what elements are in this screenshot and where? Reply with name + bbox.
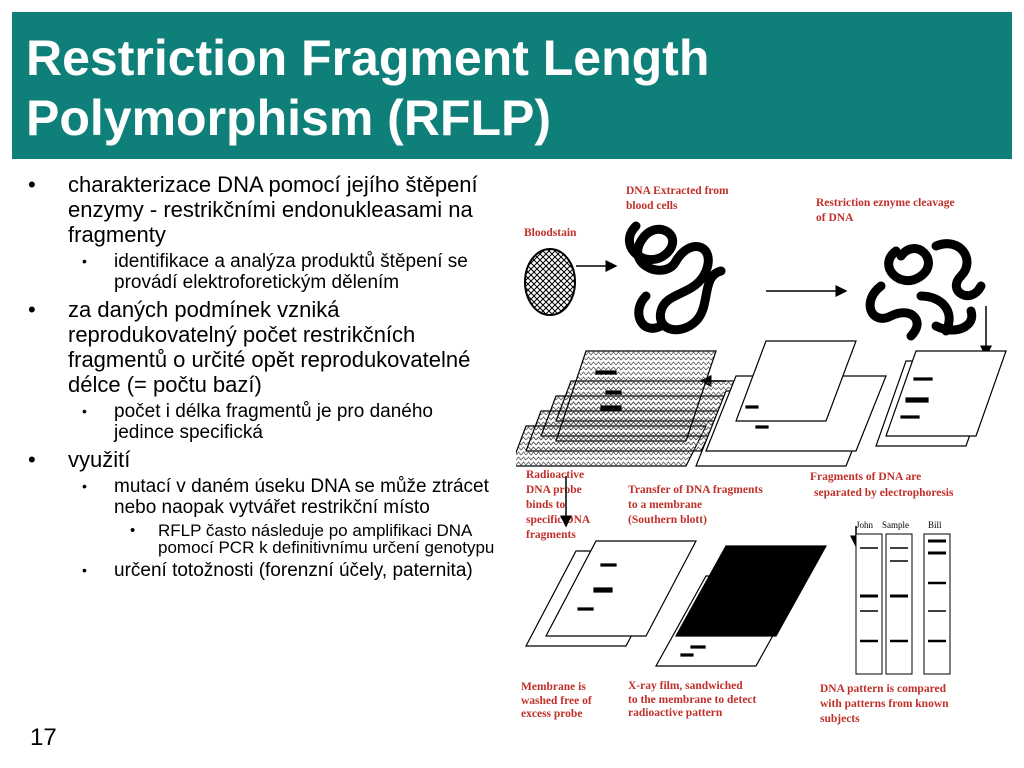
- bullet-text: identifikace a analýza produktů štěpení …: [114, 251, 468, 293]
- gel-stack: [516, 350, 752, 467]
- bullet-text: za daných podmínek vzniká reprodukovatel…: [68, 297, 471, 397]
- bullet-text: využití: [68, 447, 131, 472]
- column-label-sample: Sample: [882, 520, 909, 530]
- washed-membrane: [525, 540, 697, 647]
- sub-sub-bullet-item: • RFLP často následuje po amplifikaci DNA…: [28, 522, 498, 556]
- label-xray-2: to the membrane to detect: [628, 694, 757, 706]
- bullet-marker: •: [82, 478, 87, 494]
- bullet-marker: •: [82, 253, 87, 269]
- bloodstain-icon: [524, 248, 576, 316]
- bullet-marker: •: [28, 297, 36, 322]
- bullet-list: • charakterizace DNA pomocí jejího štěpen…: [28, 168, 498, 581]
- label-pattern-1: DNA pattern is compared: [820, 683, 947, 695]
- label-pattern-2: with patterns from known: [820, 698, 949, 710]
- bullet-marker: •: [130, 522, 136, 539]
- label-transfer-3: (Southern blott): [628, 514, 707, 526]
- bullet-item: • využití: [28, 447, 498, 472]
- label-radioactive-3: binds to: [526, 499, 566, 511]
- label-membrane-3: excess probe: [521, 708, 582, 720]
- label-membrane-2: washed free of: [521, 695, 592, 707]
- transfer-stack: [695, 340, 887, 467]
- electrophoresis-gel: [875, 350, 1007, 447]
- bullet-text: počet i délka fragmentů je pro daného je…: [114, 401, 433, 443]
- dna-coil-icon: [625, 221, 726, 335]
- bullet-text: charakterizace DNA pomocí jejího štěpení…: [68, 172, 478, 247]
- bullet-text: RFLP často následuje po amplifikaci DNA …: [158, 521, 495, 557]
- sub-bullet-item: • identifikace a analýza produktů štěpení…: [28, 251, 498, 293]
- rflp-diagram: Bloodstain DNA Extracted from blood cell…: [516, 185, 1007, 725]
- label-restriction-2: of DNA: [816, 212, 854, 224]
- label-xray-3: radioactive pattern: [628, 707, 723, 719]
- label-transfer-2: to a membrane: [628, 499, 702, 511]
- label-transfer-1: Transfer of DNA fragments: [628, 484, 763, 496]
- sub-bullet-item: • určení totožnosti (forenzní účely, pate…: [28, 560, 498, 581]
- label-bloodstain: Bloodstain: [524, 227, 577, 239]
- bullet-marker: •: [82, 562, 87, 578]
- bullet-item: • charakterizace DNA pomocí jejího štěpen…: [28, 172, 498, 247]
- label-restriction-1: Restriction eznyme cleavage: [816, 197, 955, 209]
- label-radioactive-2: DNA probe: [526, 484, 582, 496]
- column-label-bill: Bill: [928, 520, 942, 530]
- label-fragments-2: separated by electrophoresis: [814, 487, 954, 499]
- label-fragments-1: Fragments of DNA are: [810, 471, 921, 483]
- xray-film: [654, 545, 828, 667]
- cleaved-dna-icon: [865, 239, 986, 341]
- label-pattern-3: subjects: [820, 713, 860, 725]
- slide-title-line-1: Restriction Fragment Length: [26, 30, 710, 86]
- slide-number: 17: [30, 724, 57, 751]
- bullet-marker: •: [28, 172, 36, 197]
- label-dna-extracted-2: blood cells: [626, 200, 678, 212]
- bullet-marker: •: [82, 403, 87, 419]
- label-radioactive-5: fragments: [526, 529, 576, 541]
- label-membrane-1: Membrane is: [521, 681, 586, 693]
- column-label-john: John: [856, 520, 874, 530]
- label-radioactive-4: specific DNA: [526, 514, 591, 526]
- sub-bullet-item: • mutací v daném úseku DNA se může ztráce…: [28, 476, 498, 518]
- slide-title-line-2: Polymorphism (RFLP): [26, 90, 552, 146]
- bullet-text: určení totožnosti (forenzní účely, pater…: [114, 560, 473, 581]
- bullet-text: mutací v daném úseku DNA se může ztrácet…: [114, 476, 489, 518]
- bullet-marker: •: [28, 447, 36, 472]
- label-radioactive-1: Radioactive: [526, 469, 584, 481]
- title-bar: Restriction Fragment Length Polymorphism…: [12, 12, 1012, 159]
- bullet-item: • za daných podmínek vzniká reprodukovate…: [28, 297, 498, 397]
- label-dna-extracted-1: DNA Extracted from: [626, 185, 729, 197]
- sub-bullet-item: • počet i délka fragmentů je pro daného j…: [28, 401, 498, 443]
- label-xray-1: X-ray film, sandwiched: [628, 680, 743, 692]
- dna-pattern-chart: John Sample Bill: [855, 520, 951, 675]
